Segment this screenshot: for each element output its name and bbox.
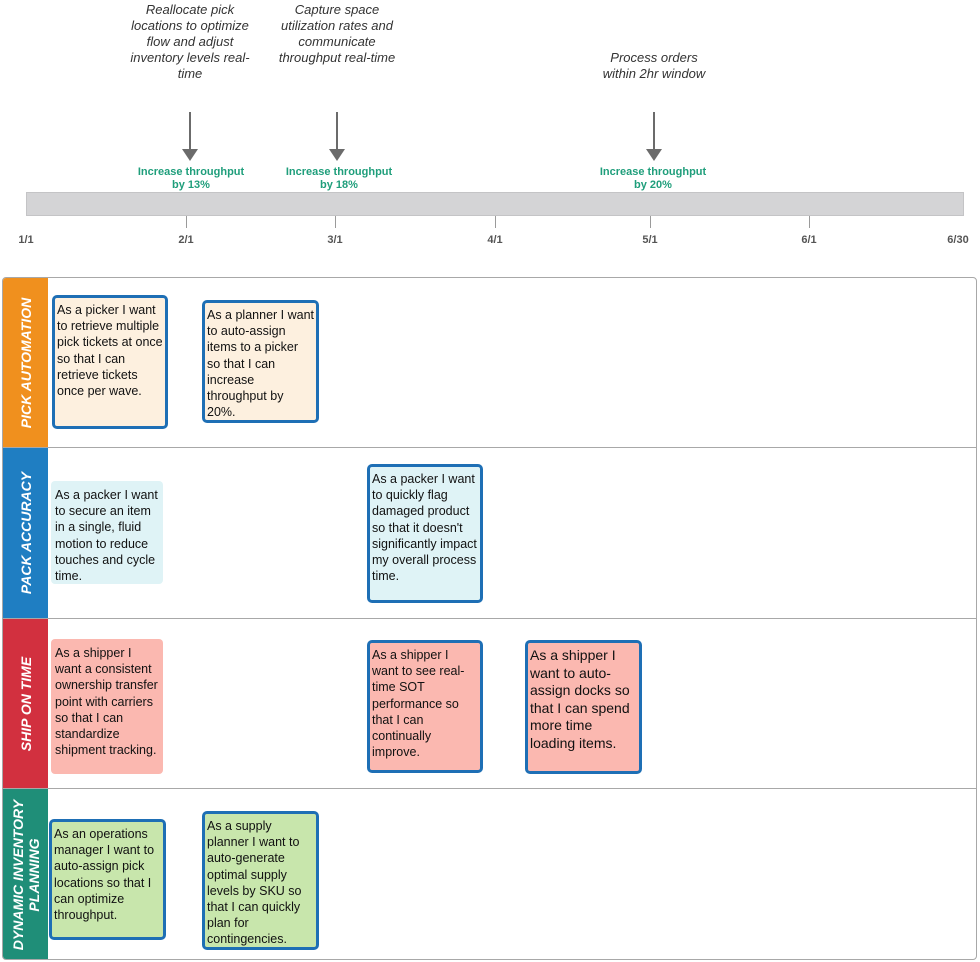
milestone-2-goal: Increase throughput by 18%: [285, 166, 393, 191]
milestone-2-text: Capture space utilization rates and comm…: [278, 2, 396, 65]
tick-label-5-1: 5/1: [642, 234, 658, 246]
tick-mark: [650, 216, 651, 228]
lane-pack-accuracy: PACK ACCURACY As a packer I want to secu…: [3, 448, 976, 619]
tick-label-1-1: 1/1: [18, 234, 34, 246]
tick-mark: [809, 216, 810, 228]
story-card[interactable]: As a supply planner I want to auto-gener…: [202, 811, 319, 950]
lane-title: DYNAMIC INVENTORY PLANNING: [9, 799, 42, 951]
lane-header: SHIP ON TIME: [3, 619, 48, 788]
milestone-2-arrow-head: [329, 149, 345, 161]
story-card[interactable]: As a packer I want to secure an item in …: [51, 481, 163, 584]
story-card[interactable]: As a picker I want to retrieve multiple …: [52, 295, 168, 429]
tick-mark: [495, 216, 496, 228]
tick-label-4-1: 4/1: [487, 234, 503, 246]
milestone-3-arrow-head: [646, 149, 662, 161]
lane-pick-automation: PICK AUTOMATION As a picker I want to re…: [3, 278, 976, 448]
timeline-bar: [26, 192, 964, 216]
lane-title: PICK AUTOMATION: [17, 297, 34, 428]
tick-mark: [186, 216, 187, 228]
story-card[interactable]: As a shipper I want to auto-assign docks…: [525, 640, 642, 774]
lane-ship-on-time: SHIP ON TIME As a shipper I want a consi…: [3, 619, 976, 789]
lane-dynamic-inventory-planning: DYNAMIC INVENTORY PLANNING As an operati…: [3, 789, 976, 959]
tick-label-6-1: 6/1: [801, 234, 817, 246]
story-card[interactable]: As a planner I want to auto-assign items…: [202, 300, 319, 423]
story-card[interactable]: As a shipper I want to see real-time SOT…: [367, 640, 483, 773]
milestone-1-text: Reallocate pick locations to optimize fl…: [130, 2, 250, 81]
lane-header: PICK AUTOMATION: [3, 278, 48, 447]
milestone-3-text: Process orders within 2hr window: [602, 50, 706, 81]
story-card[interactable]: As a packer I want to quickly flag damag…: [367, 464, 483, 603]
tick-label-6-30: 6/30: [947, 234, 969, 246]
milestone-1-goal: Increase throughput by 13%: [137, 166, 245, 191]
milestone-1-arrow-head: [182, 149, 198, 161]
milestone-3-arrow: [653, 112, 655, 150]
story-card[interactable]: As an operations manager I want to auto-…: [49, 819, 166, 940]
lane-header: DYNAMIC INVENTORY PLANNING: [3, 789, 48, 959]
milestone-1-arrow: [189, 112, 191, 150]
story-card[interactable]: As a shipper I want a consistent ownersh…: [51, 639, 163, 774]
tick-label-3-1: 3/1: [327, 234, 343, 246]
tick-mark: [335, 216, 336, 228]
lane-title: SHIP ON TIME: [17, 656, 34, 751]
milestone-3-goal: Increase throughput by 20%: [599, 166, 707, 191]
tick-label-2-1: 2/1: [178, 234, 194, 246]
milestone-2-arrow: [336, 112, 338, 150]
lane-title: PACK ACCURACY: [17, 471, 34, 595]
swimlane-board: PICK AUTOMATION As a picker I want to re…: [2, 277, 977, 960]
lane-header: PACK ACCURACY: [3, 448, 48, 618]
